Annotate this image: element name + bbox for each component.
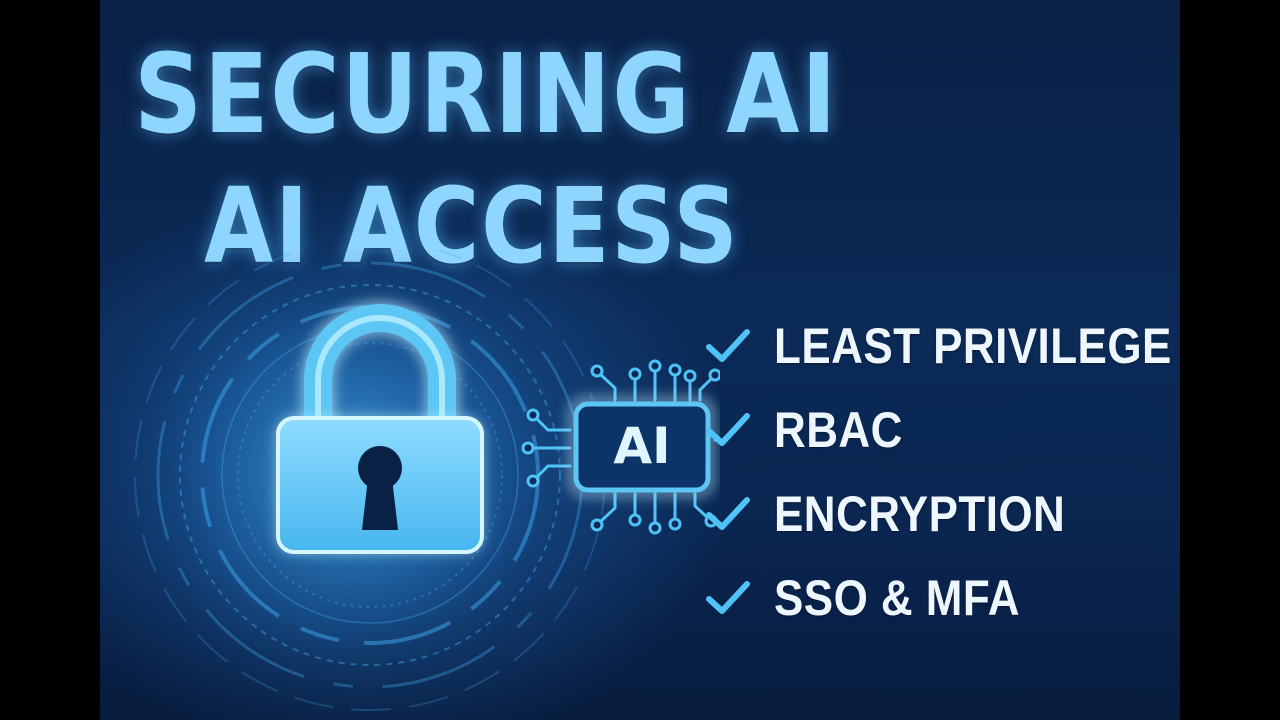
ai-chip-icon: AI	[568, 396, 716, 498]
padlock-icon	[276, 301, 484, 554]
checklist-item: RBAC	[704, 388, 1180, 472]
letterbox-left	[0, 0, 100, 720]
checklist-label: LEAST PRIVILEGE	[774, 318, 1172, 374]
checkmark-icon	[706, 329, 750, 362]
checklist-item: ENCRYPTION	[704, 472, 1180, 556]
checkmark-icon	[706, 581, 750, 614]
checkmark-icon	[706, 413, 750, 446]
chip-label: AI	[613, 417, 670, 475]
title-line-1: SECURING AI	[134, 30, 839, 158]
feature-checklist: LEAST PRIVILEGE RBAC ENCRYPTION SSO & MF…	[704, 304, 1180, 640]
circuit-nodes	[521, 359, 720, 535]
checklist-item: SSO & MFA	[704, 556, 1180, 640]
checklist-label: SSO & MFA	[774, 570, 1020, 626]
checklist-item: LEAST PRIVILEGE	[704, 304, 1180, 388]
checkmark-icon	[706, 497, 750, 530]
thumbnail: SECURING AI AI ACCESS	[100, 0, 1180, 720]
letterbox-right	[1180, 0, 1280, 720]
security-illustration: AI	[130, 250, 720, 715]
checklist-label: ENCRYPTION	[774, 486, 1066, 542]
checklist-label: RBAC	[774, 402, 903, 458]
